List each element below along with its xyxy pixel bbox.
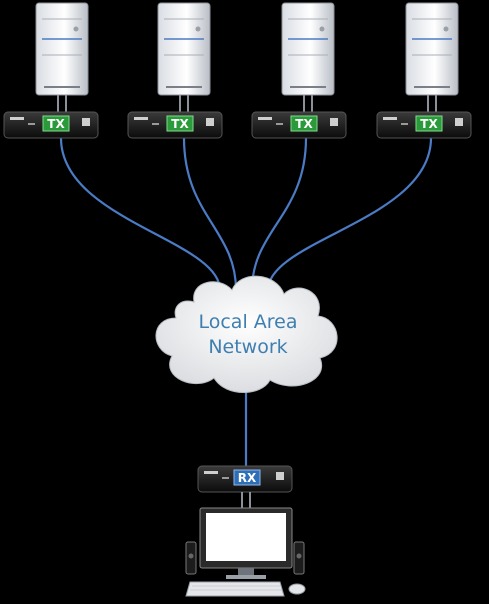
- tx-badges: TX TX TX TX: [42, 115, 443, 132]
- cable-tx3: [250, 137, 308, 291]
- rx-unit-icon: RX: [197, 465, 293, 493]
- network-label-line1: Local Area: [198, 311, 298, 333]
- tx-badge-label: TX: [420, 117, 438, 131]
- tx-badge-label: TX: [295, 117, 313, 131]
- network-label-line2: Network: [208, 336, 288, 358]
- rx-badge-label: RX: [238, 471, 257, 485]
- tower-pc-icon: [405, 2, 459, 96]
- tx-badge-label: TX: [171, 117, 189, 131]
- tower-pc-icon: [35, 2, 89, 96]
- tower-pc-icon: [157, 2, 211, 96]
- cable-tx2: [182, 137, 238, 291]
- network-label: Local Area Network: [168, 310, 328, 360]
- cables: [59, 137, 433, 470]
- cable-tx1: [59, 137, 222, 291]
- tower-pc-icon: [281, 2, 335, 96]
- tx-badge-label: TX: [47, 117, 65, 131]
- cable-tx4: [266, 137, 433, 291]
- workstation-icon: [185, 507, 306, 597]
- cloud-icon: [155, 275, 338, 393]
